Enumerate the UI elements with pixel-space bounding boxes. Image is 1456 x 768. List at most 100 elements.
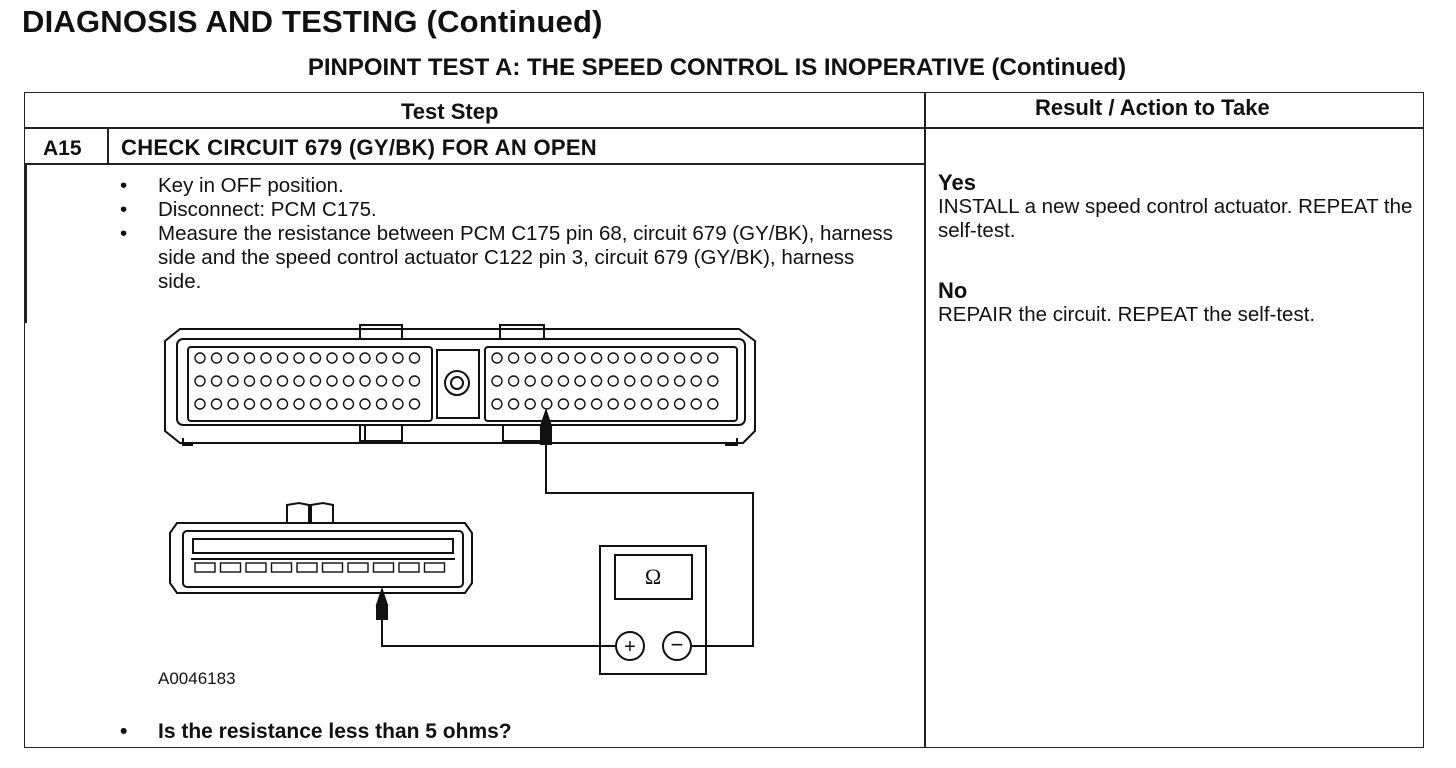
actuator-pin: [423, 562, 446, 573]
pin: [657, 398, 669, 410]
step-id: A15: [43, 137, 82, 160]
list-item: •Measure the resistance between PCM C175…: [120, 222, 893, 293]
pin: [293, 375, 305, 387]
pin: [375, 352, 388, 364]
step-row-divider: [25, 163, 924, 165]
pin: [707, 398, 719, 410]
pin: [640, 398, 653, 410]
pin: [210, 375, 223, 387]
result-yes-label: Yes: [938, 170, 976, 195]
pin: [194, 352, 206, 364]
pin: [392, 398, 404, 410]
result-no-label: No: [938, 278, 968, 303]
pin: [590, 352, 603, 364]
result-no-text: REPAIR the circuit. REPEAT the self-test…: [938, 303, 1316, 326]
pin: [243, 352, 256, 364]
actuator-pin: [219, 562, 242, 573]
pin: [607, 398, 619, 410]
pin: [392, 352, 404, 364]
actuator-pin: [347, 562, 369, 573]
pin: [359, 352, 371, 364]
pin: [326, 398, 338, 410]
pin: [640, 352, 653, 364]
pin: [276, 375, 289, 387]
result-no: No REPAIR the circuit. REPEAT the self-t…: [938, 279, 1418, 327]
pin: [541, 352, 553, 364]
pin: [408, 375, 421, 387]
pin: [541, 398, 553, 410]
pin: [408, 398, 421, 410]
pin: [557, 352, 570, 364]
step-title: CHECK CIRCUIT 679 (GY/BK) FOR AN OPEN: [121, 135, 597, 160]
list-item: •Key in OFF position.: [120, 174, 344, 197]
wiring-diagram: + − Ω: [164, 324, 756, 675]
actuator-connector: [169, 501, 473, 594]
pin: [673, 352, 686, 364]
actuator-pin: [321, 562, 344, 573]
pin: [491, 398, 503, 410]
ohmmeter: + − Ω: [599, 545, 707, 675]
header-result-action: Result / Action to Take: [1035, 95, 1270, 120]
list-item: •Disconnect: PCM C175.: [120, 198, 377, 221]
pin: [624, 375, 636, 387]
svg-text:−: −: [671, 632, 684, 657]
ohm-symbol: Ω: [645, 564, 661, 589]
pin: [243, 398, 256, 410]
pin: [690, 398, 702, 410]
pin: [624, 352, 636, 364]
pin: [375, 398, 388, 410]
pin: [690, 352, 702, 364]
pin: [276, 352, 289, 364]
pin: [607, 375, 619, 387]
pin: [359, 398, 371, 410]
pin: [260, 398, 272, 410]
pin: [524, 398, 536, 410]
result-yes-text: INSTALL a new speed control actuator. RE…: [938, 195, 1413, 242]
page-title: DIAGNOSIS AND TESTING (Continued): [22, 4, 603, 39]
pin: [392, 375, 404, 387]
pin: [624, 398, 636, 410]
step-instructions: •Key in OFF position. •Disconnect: PCM C…: [120, 174, 898, 294]
pin: [309, 375, 322, 387]
column-divider: [924, 93, 926, 747]
pin: [707, 375, 719, 387]
pin: [260, 375, 272, 387]
actuator-pins: [194, 562, 446, 573]
left-gutter-tick: [25, 163, 27, 323]
pin: [491, 352, 503, 364]
actuator-pin: [296, 562, 318, 573]
pin: [227, 375, 239, 387]
actuator-pin: [372, 562, 395, 573]
actuator-pin: [270, 562, 293, 573]
pin: [227, 352, 239, 364]
pin: [574, 375, 586, 387]
pin: [557, 375, 570, 387]
pin: [574, 398, 586, 410]
pin: [574, 352, 586, 364]
test-question: •Is the resistance less than 5 ohms?: [120, 720, 512, 743]
pcm-connector: [164, 324, 756, 446]
pin: [194, 398, 206, 410]
pin: [557, 398, 570, 410]
pin: [590, 375, 603, 387]
figure-id: A0046183: [158, 669, 236, 688]
pin: [359, 375, 371, 387]
pin: [260, 352, 272, 364]
pin: [309, 398, 322, 410]
pcm-pins: [194, 352, 719, 410]
test-table: Test Step Result / Action to Take A15 CH…: [24, 92, 1424, 748]
pin: [590, 398, 603, 410]
pin: [342, 375, 355, 387]
header-divider: [25, 127, 1423, 129]
result-yes: Yes INSTALL a new speed control actuator…: [938, 171, 1418, 243]
pin: [276, 398, 289, 410]
pin: [507, 352, 520, 364]
header-test-step: Test Step: [401, 99, 499, 124]
pin: [673, 398, 686, 410]
pin: [640, 375, 653, 387]
step-id-divider: [107, 128, 109, 164]
pin: [408, 352, 421, 364]
pin: [243, 375, 256, 387]
pin: [607, 352, 619, 364]
actuator-pin: [194, 562, 216, 573]
